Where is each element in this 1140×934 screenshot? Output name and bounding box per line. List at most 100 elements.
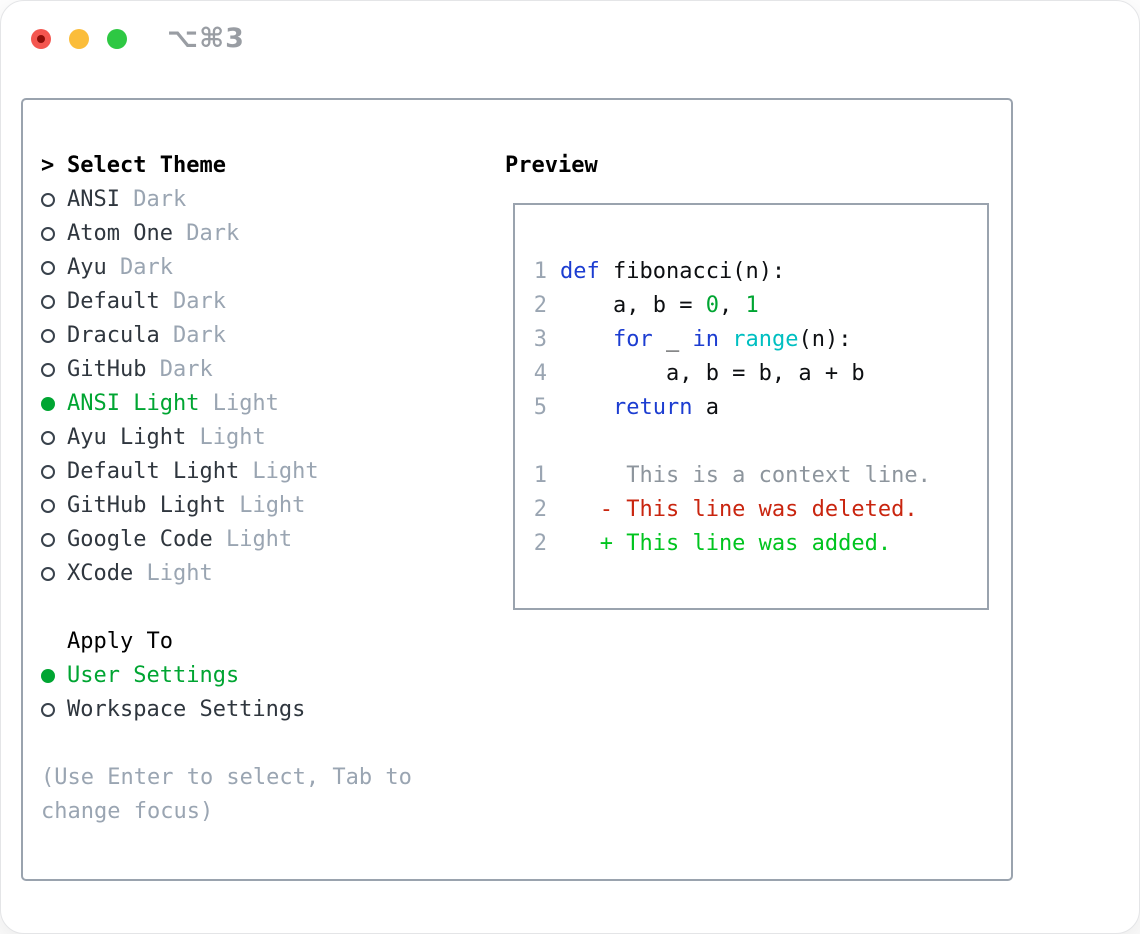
theme-option-label: GitHub [67,357,147,382]
code-token: This is a context line. [560,463,931,488]
code-line: 3 for _ in range(n): [533,323,977,357]
theme-variant-tag: Dark [106,255,173,280]
code-token: def [560,259,600,284]
code-token: _ [652,327,693,352]
line-content: return a [560,391,719,425]
line-content: - This line was deleted. [560,493,918,527]
apply-to-title: Apply To [67,629,173,654]
theme-option-default-light[interactable]: Default Light Light [41,455,471,489]
apply-to-header: Apply To [41,625,471,659]
line-number: 4 [533,361,547,386]
theme-option-label: Dracula [67,323,160,348]
radio-unselected-icon [41,261,67,275]
theme-option-ansi[interactable]: ANSI Dark [41,183,471,217]
tab-shortcut-label: ⌥⌘3 [167,23,245,54]
line-number: 2 [533,531,547,556]
theme-option-label: Ayu Light [67,425,187,450]
code-token: fibonacci(n): [599,259,786,284]
theme-option-label: GitHub Light [67,493,226,518]
code-token: a, b = b, a + b [560,361,865,386]
line-content: + This line was added. [560,527,891,561]
theme-option-label: Google Code [67,527,213,552]
radio-unselected-icon [41,533,67,547]
theme-option-github[interactable]: GitHub Dark [41,353,471,387]
code-token: a, b = [560,293,706,318]
theme-variant-tag: Light [186,425,266,450]
code-token: in [692,327,719,352]
diff-line: 2 + This line was added. [533,527,977,561]
radio-unselected-icon [41,363,67,377]
radio-unselected-icon [41,227,67,241]
code-token: (n): [798,327,852,352]
theme-option-ayu[interactable]: Ayu Dark [41,251,471,285]
radio-unselected-icon [41,465,67,479]
radio-selected-icon [41,397,67,411]
line-number: 5 [533,395,547,420]
close-button[interactable] [31,29,51,49]
line-content: def fibonacci(n): [560,255,785,289]
apply-option-label: Workspace Settings [67,697,306,722]
line-content: a, b = b, a + b [560,357,865,391]
line-content: This is a context line. [560,459,931,493]
theme-option-label: ANSI [67,187,120,212]
minimize-button[interactable] [69,29,89,49]
radio-unselected-icon [41,295,67,309]
theme-option-google-code[interactable]: Google Code Light [41,523,471,557]
theme-option-ayu-light[interactable]: Ayu Light Light [41,421,471,455]
zoom-button[interactable] [107,29,127,49]
apply-option-workspace-settings[interactable]: Workspace Settings [41,693,471,727]
preview-title: Preview [505,153,598,178]
theme-variant-tag: Light [199,391,279,416]
radio-unselected-icon [41,193,67,207]
theme-option-label: Default [67,289,160,314]
radio-unselected-icon [41,329,67,343]
code-token [560,395,613,420]
theme-variant-tag: Light [239,459,319,484]
code-line: 4 a, b = b, a + b [533,357,977,391]
code-line: 2 a, b = 0, 1 [533,289,977,323]
theme-option-github-light[interactable]: GitHub Light Light [41,489,471,523]
diff-line: 1 This is a context line. [533,459,977,493]
line-content: for _ in range(n): [560,323,851,357]
code-token: 1 [745,293,759,318]
theme-option-atom-one[interactable]: Atom One Dark [41,217,471,251]
code-token: return [612,395,693,420]
theme-variant-tag: Dark [159,289,226,314]
line-number: 1 [533,259,547,284]
focus-cursor-icon: > [41,153,55,178]
radio-unselected-icon [41,431,67,445]
theme-picker-title: Select Theme [67,153,226,178]
diff-preview: 1 This is a context line.2 - This line w… [533,459,977,561]
code-token: a [692,395,719,420]
line-number: 1 [533,463,547,488]
apply-option-user-settings[interactable]: User Settings [41,659,471,693]
code-token: - This line was deleted. [560,497,918,522]
theme-variant-tag: Dark [159,323,226,348]
line-number: 2 [533,293,547,318]
diff-line: 2 - This line was deleted. [533,493,977,527]
theme-option-ansi-light[interactable]: ANSI Light Light [41,387,471,421]
theme-option-dracula[interactable]: Dracula Dark [41,319,471,353]
theme-option-xcode[interactable]: XCode Light [41,557,471,591]
code-diff-gap [533,425,977,459]
theme-picker-header: > Select Theme [41,149,471,183]
line-content: a, b = 0, 1 [560,289,759,323]
code-line: 5 return a [533,391,977,425]
radio-selected-icon [41,669,67,683]
radio-unselected-icon [41,567,67,581]
code-token: + This line was added. [560,531,892,556]
window-controls [31,29,127,49]
theme-variant-tag: Light [225,493,306,518]
theme-option-label: Atom One [67,221,173,246]
theme-option-default[interactable]: Default Dark [41,285,471,319]
keyboard-hint: (Use Enter to select, Tab to change focu… [41,765,412,824]
code-token [719,327,732,352]
theme-option-label: ANSI Light [67,391,200,416]
